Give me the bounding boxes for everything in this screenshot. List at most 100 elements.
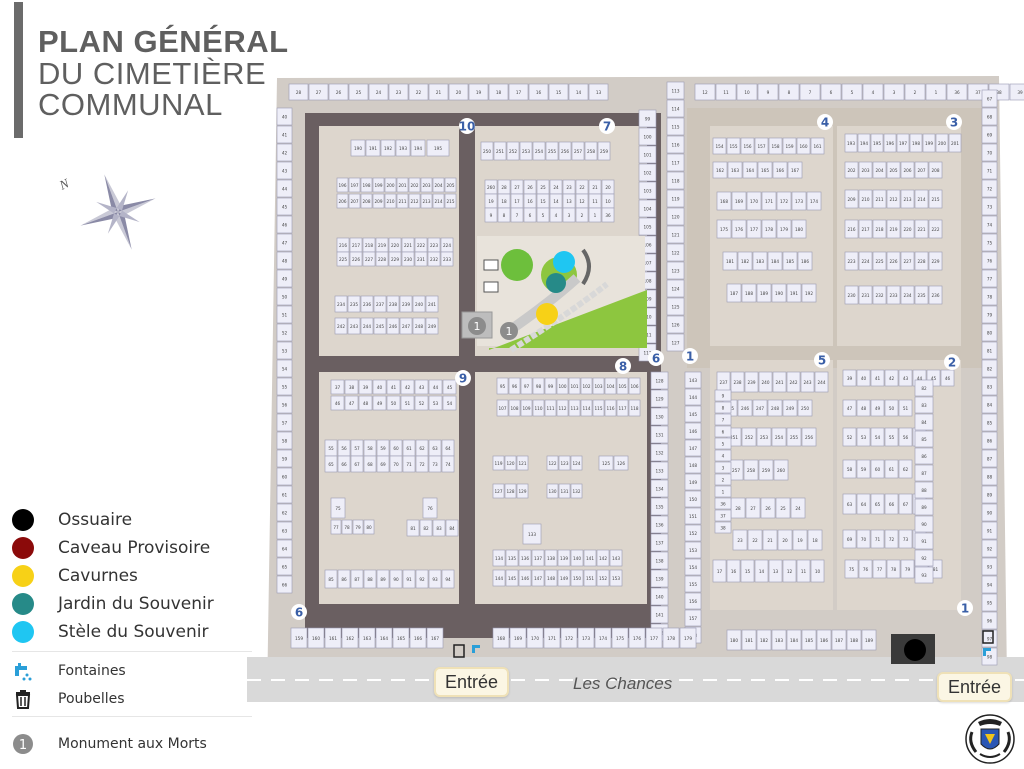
plot-number: 1 (594, 213, 597, 218)
plot-number: 112 (644, 351, 652, 356)
plot-number: 3 (722, 466, 725, 471)
grave-plot (349, 251, 363, 267)
grave-plot (714, 521, 732, 534)
plot-number: 92 (987, 547, 993, 552)
plot-number: 190 (775, 291, 783, 296)
plot-number: 52 (282, 331, 288, 336)
plot-number: 172 (780, 199, 788, 204)
grave-plot (508, 377, 521, 395)
plot-number: 27 (316, 90, 322, 95)
plot-number: 211 (876, 197, 884, 202)
plot-number: 82 (987, 367, 993, 372)
grave-plot (276, 575, 293, 594)
grave-plot (801, 629, 817, 651)
plot-number: 249 (786, 406, 794, 411)
plot-number: 78 (987, 295, 993, 300)
grave-plot (981, 215, 998, 234)
grave-plot (375, 251, 389, 267)
legend-label: Ossuaire (58, 510, 133, 530)
grave-plot (726, 137, 741, 155)
grave-plot (584, 141, 598, 161)
grave-plot (981, 467, 998, 486)
plot-number: 24 (376, 90, 382, 95)
plot-number: 88 (987, 475, 993, 480)
plot-number: 191 (790, 291, 798, 296)
plot-number: 111 (547, 406, 555, 411)
grave-plot (276, 179, 293, 198)
grave-plot (638, 145, 657, 164)
plot-number: 207 (918, 168, 926, 173)
ossuaire-swatch (12, 509, 34, 531)
plot-number: 70 (393, 462, 399, 467)
legend-item-poubelles: Poubelles (12, 686, 125, 712)
plot-number: 118 (631, 406, 639, 411)
plot-number: 12 (702, 90, 708, 95)
plot-number: 208 (363, 199, 371, 204)
plot-number: 86 (921, 454, 927, 459)
plot-number: 134 (656, 487, 664, 492)
plot-number: 176 (633, 636, 641, 641)
section-marker-number: 6 (652, 352, 660, 366)
plot-number: 248 (771, 406, 779, 411)
plot-number: 223 (430, 243, 438, 248)
grave-plot (726, 283, 742, 303)
plot-number: 13 (773, 569, 779, 574)
grave-plot (348, 193, 361, 209)
grave-plot (347, 295, 361, 313)
stele-arc (581, 248, 591, 286)
plot-number: 49 (875, 406, 881, 411)
grave-plot (884, 399, 899, 417)
plot-number: 215 (932, 197, 940, 202)
plot-number: 234 (337, 302, 345, 307)
section-9 (319, 372, 459, 604)
grave-plot (928, 285, 943, 305)
plot-number: 41 (875, 376, 881, 381)
grave-plot (363, 519, 375, 535)
plot-number: 239 (402, 302, 410, 307)
monument-marker-number: 1 (506, 325, 513, 338)
grave-plot (743, 459, 759, 481)
plot-number: 25 (356, 90, 362, 95)
plot-number: 54 (447, 401, 453, 406)
grave-plot (886, 219, 901, 239)
grave-plot (732, 529, 748, 551)
plot-number: 103 (595, 384, 603, 389)
plot-number: 130 (549, 489, 557, 494)
grave-plot (388, 251, 402, 267)
grave-plot (806, 191, 822, 211)
grave-plot (797, 399, 813, 417)
grave-plot (981, 269, 998, 288)
plot-number: 131 (656, 433, 664, 438)
plot-number: 211 (399, 199, 407, 204)
plot-number: 159 (295, 636, 303, 641)
plot-number: 59 (282, 457, 288, 462)
grave-plot (856, 399, 871, 417)
grave-plot (775, 497, 791, 519)
grave-plot (858, 251, 873, 271)
grave-plot (714, 461, 732, 474)
plot-number: 11 (801, 569, 807, 574)
plot-number: 63 (847, 502, 853, 507)
grave-plot (862, 83, 884, 101)
plot-number: 91 (406, 577, 412, 582)
plot-number: 115 (595, 406, 603, 411)
municipal-crest-icon (965, 714, 1015, 764)
plot-number: 228 (378, 257, 386, 262)
plot-number: 184 (771, 259, 779, 264)
plot-number: 91 (987, 529, 993, 534)
grave-plot (324, 569, 338, 589)
grave-plot (872, 559, 887, 579)
plot-number: 137 (534, 556, 542, 561)
plot-number: 84 (987, 403, 993, 408)
plot-number: 224 (443, 243, 451, 248)
street-name: Les Chances (573, 674, 673, 693)
grave-plot (768, 137, 783, 155)
grave-plot (767, 251, 783, 271)
grave-plot (334, 317, 348, 335)
plot-number: 170 (531, 636, 539, 641)
grave-plot (914, 161, 929, 179)
grave-plot (914, 413, 934, 431)
plot-number: 119 (495, 461, 503, 466)
grave-plot (684, 405, 702, 423)
plot-number: 173 (582, 636, 590, 641)
